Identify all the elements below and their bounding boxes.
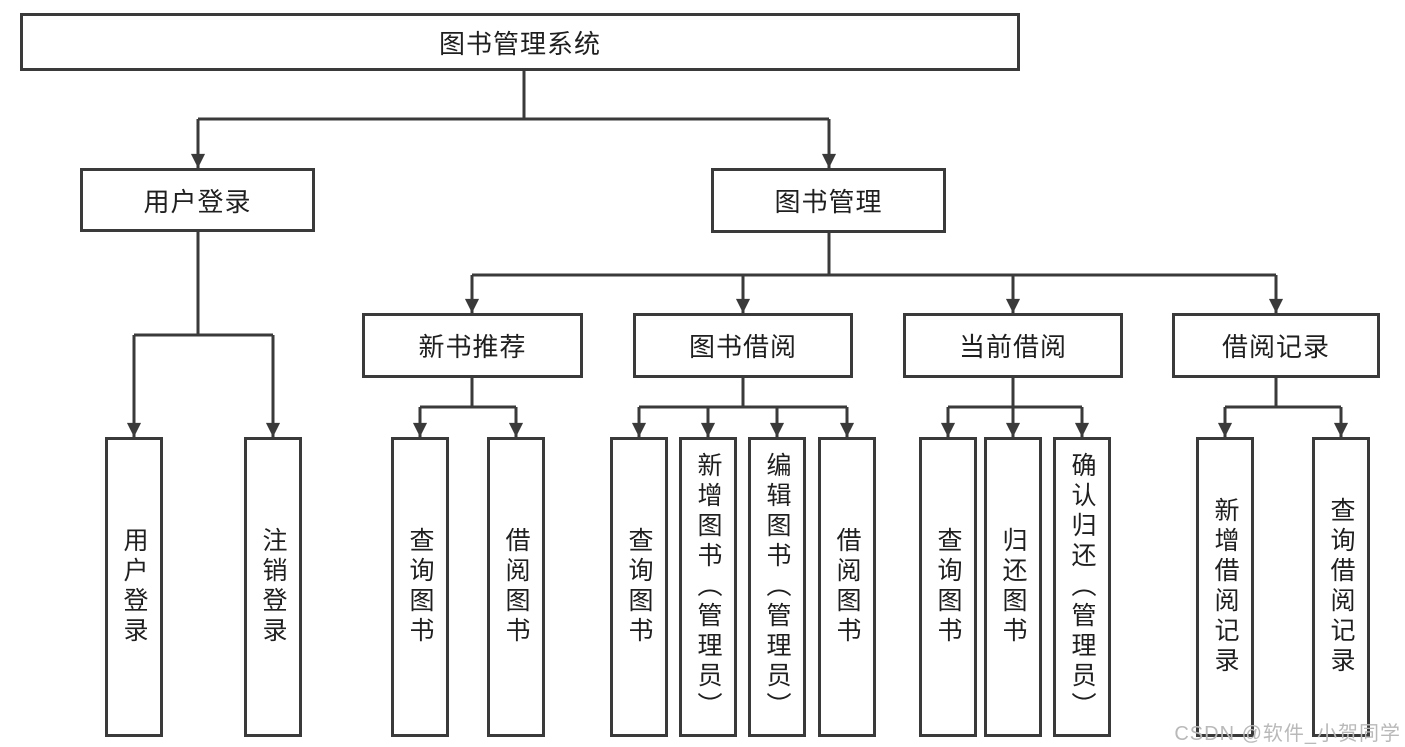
node-label: 查询图书 <box>934 527 962 647</box>
node-label: 确认归还（管理员） <box>1068 452 1096 722</box>
node-label: 查询图书 <box>625 527 653 647</box>
node-label: 用户登录 <box>143 186 252 217</box>
node-label: 图书管理 <box>774 187 883 217</box>
leaf-br-query-borrow-record: 查询借阅记录 <box>1312 437 1370 737</box>
node-label: 当前借阅 <box>958 332 1067 362</box>
node-current-borrowing: 当前借阅 <box>903 313 1123 378</box>
node-label: 归还图书 <box>999 527 1027 647</box>
node-library-system: 图书管理系统 <box>20 13 1020 71</box>
node-label: 新增借阅记录 <box>1211 497 1239 677</box>
leaf-cb-return-books: 归还图书 <box>984 437 1042 737</box>
node-label: 借阅图书 <box>833 527 861 647</box>
node-new-book-recommendation: 新书推荐 <box>362 313 583 378</box>
leaf-cb-query-books: 查询图书 <box>919 437 977 737</box>
node-label: 借阅记录 <box>1221 332 1330 362</box>
node-book-borrowing: 图书借阅 <box>633 313 853 378</box>
csdn-watermark: CSDN @软件_小贺同学 <box>1174 723 1401 745</box>
leaf-nb-borrow-books: 借阅图书 <box>487 437 545 737</box>
node-label: 查询图书 <box>406 527 434 647</box>
node-label: 查询借阅记录 <box>1327 497 1355 677</box>
leaf-br-add-borrow-record: 新增借阅记录 <box>1196 437 1254 737</box>
leaf-user-login: 用户登录 <box>105 437 163 737</box>
node-label: 图书借阅 <box>688 332 797 362</box>
leaf-cb-confirm-return-admin: 确认归还（管理员） <box>1053 437 1111 737</box>
node-label: 编辑图书（管理员） <box>763 452 791 722</box>
node-book-management: 图书管理 <box>711 168 946 233</box>
node-label: 注销登录 <box>259 527 287 647</box>
node-borrowing-records: 借阅记录 <box>1172 313 1380 378</box>
node-label: 新书推荐 <box>418 332 527 362</box>
leaf-nb-query-books: 查询图书 <box>391 437 449 737</box>
leaf-bb-add-books-admin: 新增图书（管理员） <box>679 437 737 737</box>
node-user-login: 用户登录 <box>80 168 315 232</box>
leaf-bb-borrow-books: 借阅图书 <box>818 437 876 737</box>
leaf-bb-query-books: 查询图书 <box>610 437 668 737</box>
node-label: 借阅图书 <box>502 527 530 647</box>
leaf-logout: 注销登录 <box>244 437 302 737</box>
leaf-bb-edit-books-admin: 编辑图书（管理员） <box>748 437 806 737</box>
node-label: 新增图书（管理员） <box>694 452 722 722</box>
node-label: 图书管理系统 <box>438 28 601 59</box>
node-label: 用户登录 <box>120 527 148 647</box>
